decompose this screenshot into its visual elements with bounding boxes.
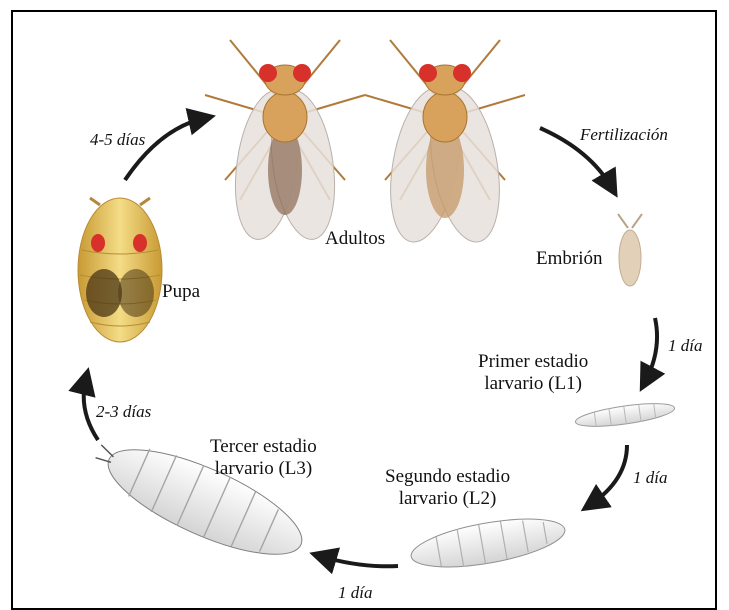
arrow-l2-to-l3: [320, 556, 398, 566]
label-l2: Segundo estadio larvario (L2): [385, 466, 510, 510]
label-l1-line2: larvario (L1): [478, 373, 588, 395]
label-embryo: Embrión: [536, 248, 603, 270]
arrow-embryo-to-l1: [645, 318, 657, 382]
duration-l2-to-l3: 1 día: [338, 583, 372, 603]
duration-l1-to-l2: 1 día: [633, 468, 667, 488]
duration-pupa-to-adult: 4-5 días: [90, 130, 145, 150]
label-adults: Adultos: [325, 228, 385, 250]
adult-fly-right-icon: [365, 40, 525, 247]
arrow-l1-to-l2: [590, 445, 627, 505]
larva-l1-icon: [574, 399, 676, 431]
adult-fly-left-icon: [205, 40, 365, 243]
label-l2-line1: Segundo estadio: [385, 466, 510, 488]
pupa-icon: [78, 198, 162, 342]
embryo-icon: [618, 214, 642, 286]
label-l1-line1: Primer estadio: [478, 351, 588, 373]
label-l2-line2: larvario (L2): [385, 488, 510, 510]
duration-fertilization: Fertilización: [580, 125, 668, 145]
label-l1: Primer estadio larvario (L1): [478, 351, 588, 395]
label-pupa: Pupa: [162, 281, 200, 303]
label-l3: Tercer estadio larvario (L3): [210, 436, 317, 480]
label-l3-line2: larvario (L3): [210, 458, 317, 480]
label-l3-line1: Tercer estadio: [210, 436, 317, 458]
duration-embryo-to-l1: 1 día: [668, 336, 702, 356]
larva-l2-icon: [408, 510, 569, 576]
duration-l3-to-pupa: 2-3 días: [96, 402, 151, 422]
